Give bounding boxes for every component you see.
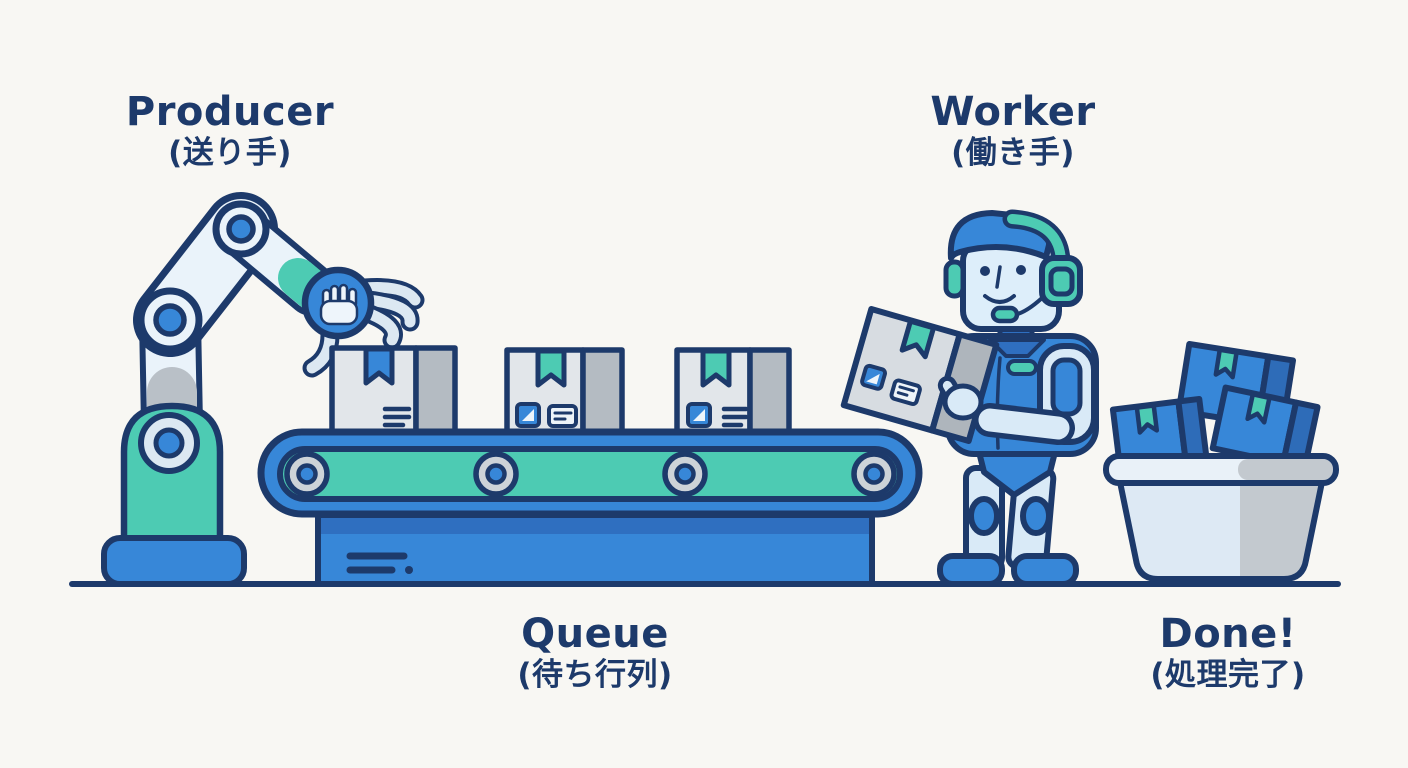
mitten-hand — [937, 375, 984, 421]
label-lines-icon — [382, 406, 412, 428]
mic-tip — [990, 305, 1020, 324]
hand-icon — [319, 283, 359, 326]
producer-robot-arm — [101, 192, 425, 587]
done-bin — [1103, 340, 1339, 582]
belt-surface — [277, 446, 903, 502]
producer-label: Producer (送り手) — [95, 90, 365, 172]
queue-subtitle: (待ち行列) — [517, 656, 673, 693]
queue-box-3 — [674, 347, 792, 439]
done-title: Done! — [1159, 611, 1297, 657]
box-ribbon — [535, 348, 567, 388]
belt-rollers — [284, 451, 897, 497]
worker-title: Worker — [930, 89, 1096, 135]
done-box-left — [1109, 395, 1210, 473]
knee-pad — [968, 496, 1000, 536]
worker-label: Worker (働き手) — [878, 90, 1148, 172]
worker-subtitle: (働き手) — [951, 134, 1075, 171]
ear-pad — [943, 259, 966, 299]
arm-base-foot — [101, 535, 247, 587]
queue-box-1 — [329, 345, 458, 439]
shipping-label-icon — [889, 378, 922, 406]
chest-badge — [1006, 359, 1038, 376]
producer-title: Producer — [125, 89, 335, 135]
boot — [1011, 553, 1079, 587]
box-ribbon — [899, 318, 937, 360]
done-box-right — [1209, 384, 1321, 471]
knee-pad — [1020, 496, 1052, 536]
label-lines-icon — [721, 406, 749, 428]
worker-robot — [840, 209, 1099, 587]
done-subtitle: (処理完了) — [1150, 656, 1306, 693]
conveyor-belt — [257, 428, 923, 587]
queue-label: Queue (待ち行列) — [460, 612, 730, 694]
box-ribbon — [363, 346, 395, 386]
box-ribbon — [700, 348, 732, 388]
conveyor-base-marks — [346, 552, 408, 574]
producer-subtitle: (送り手) — [168, 134, 292, 171]
queue-box-2 — [504, 347, 625, 439]
shipping-label-icon — [547, 404, 578, 428]
done-label: Done! (処理完了) — [1093, 612, 1363, 694]
queue-title: Queue — [521, 611, 669, 657]
boot — [937, 553, 1005, 587]
